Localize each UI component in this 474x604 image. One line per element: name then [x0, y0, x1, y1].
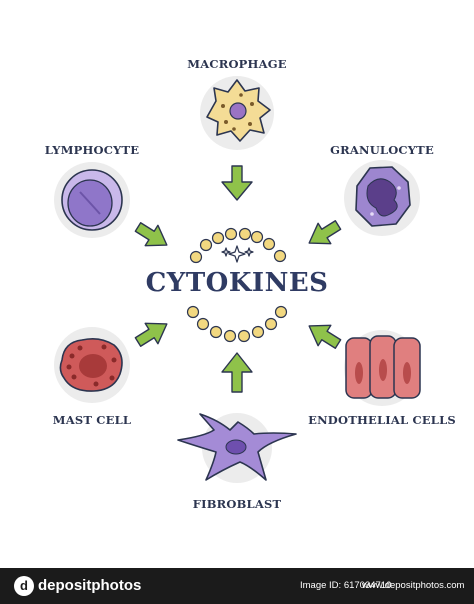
diagram-title: CYTOKINES	[145, 268, 329, 298]
label-mast-cell: MAST CELL	[52, 413, 132, 427]
arrow-from-fibroblast	[221, 352, 253, 393]
arrow-from-macrophage	[221, 165, 253, 201]
depositphotos-logo-icon: d	[14, 576, 34, 596]
site-url: www.depositphotos.com	[362, 580, 465, 591]
watermark-footer: d depositphotos Image ID: 617034710 www.…	[0, 568, 474, 604]
label-lymphocyte: LYMPHOCYTE	[44, 143, 140, 157]
arrow-from-lymphocyte	[134, 222, 168, 247]
diagram-canvas	[54, 76, 421, 483]
label-endothelial-cells: ENDOTHELIAL CELLS	[308, 413, 456, 427]
fibroblast-icon	[177, 413, 297, 483]
endothelial-cells-icon	[344, 330, 421, 406]
macrophage-icon	[200, 76, 274, 150]
arrow-from-mast-cell	[134, 322, 168, 347]
logo-text: depositphotos	[38, 577, 142, 594]
label-macrophage: MACROPHAGE	[187, 57, 287, 71]
sparkle-icon	[221, 245, 254, 263]
arrow-from-endothelial-cells	[308, 324, 342, 349]
label-fibroblast: FIBROBLAST	[192, 497, 282, 511]
arrow-from-granulocyte	[308, 220, 342, 245]
mast-cell-icon	[54, 327, 130, 403]
image-id: Image ID: 617034710	[300, 580, 392, 591]
granulocyte-icon	[344, 160, 420, 236]
label-granulocyte: GRANULOCYTE	[330, 143, 434, 157]
lymphocyte-icon	[54, 162, 130, 238]
cytokine-particles	[186, 227, 288, 343]
